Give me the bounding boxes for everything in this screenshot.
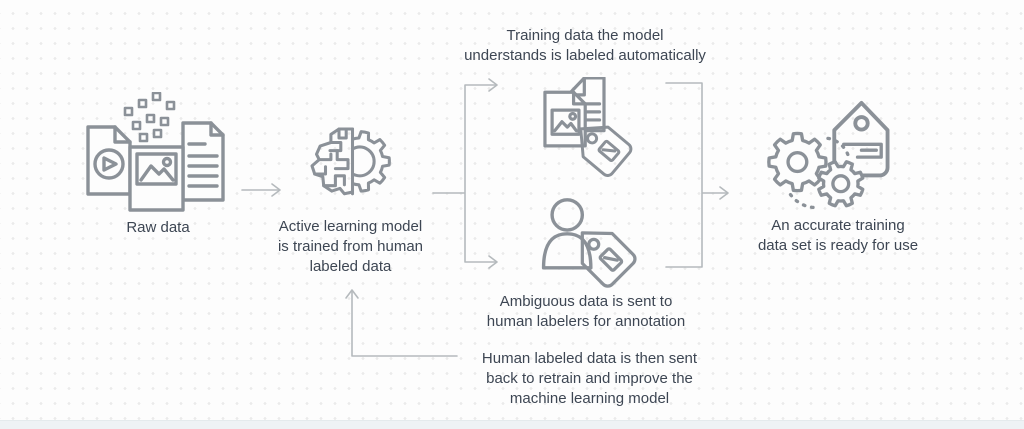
brain-half — [310, 127, 355, 196]
play-icon — [93, 148, 125, 180]
output-label: An accurate training data set is ready f… — [757, 217, 919, 254]
raw-data-media-documents-icon — [86, 92, 225, 212]
play-triangle — [102, 156, 118, 172]
raw-data-label: Raw data — [126, 219, 190, 236]
person-icon — [541, 198, 593, 270]
rotation-dotted-arcs — [788, 136, 851, 210]
text-document — [181, 121, 225, 202]
video-document — [86, 125, 132, 196]
documents-with-label-tag-icon — [543, 77, 635, 178]
auto-label-caption: Training data the model understands is l… — [464, 27, 706, 64]
arrow-raw-to-model — [241, 183, 281, 197]
label-tag-icon — [565, 216, 640, 291]
gear-small — [817, 160, 865, 208]
mountain-icon — [553, 120, 578, 133]
active-learning-model-label: Active learning model is trained from hu… — [277, 218, 424, 275]
image-card — [128, 145, 185, 212]
front-image-document — [543, 90, 587, 148]
footer-accent-bar — [0, 420, 1024, 429]
tag-label-lines — [842, 142, 883, 159]
gears-with-label-tag-icon — [767, 100, 890, 210]
gear-large — [767, 131, 828, 193]
feedback-note: Human labeled data is then sent back to … — [481, 350, 698, 407]
sun-icon — [568, 111, 578, 121]
brain-gear-icon — [310, 127, 391, 196]
human-labeler-with-tag-icon — [541, 198, 640, 291]
label-tag-icon — [832, 100, 890, 178]
gear-half — [352, 130, 391, 193]
data-pixels — [123, 92, 176, 143]
human-label-caption: Ambiguous data is sent to human labelers… — [486, 293, 686, 330]
mountain-icon — [139, 164, 175, 182]
sun-icon — [161, 156, 173, 168]
